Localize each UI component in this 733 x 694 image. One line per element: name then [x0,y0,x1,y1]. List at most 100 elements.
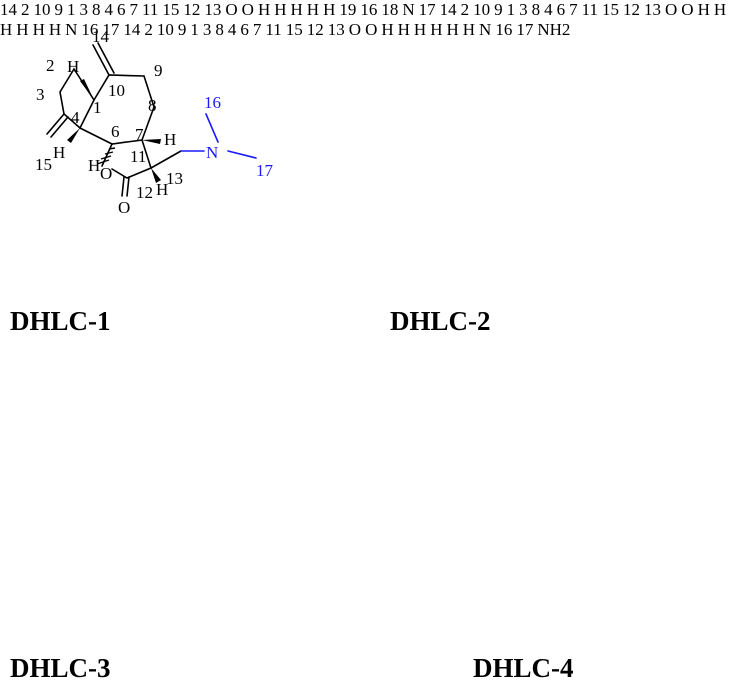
atom-label-15: 15 [35,155,52,174]
hydrogen-label: H [381,20,394,39]
compound-name-dhlc-1: DHLC-1 [10,306,111,336]
hydrogen-label: H [274,0,287,19]
hydrogen-label: H [290,0,303,19]
compound-name-dhlc-2: DHLC-2 [390,306,491,336]
ring-oxygen-label: O [348,20,362,39]
molecule-dhlc-2: 14 2 10 9 1 3 8 4 6 7 11 15 12 13 O O H … [0,0,440,19]
atom-label-7: 7 [129,0,139,19]
amino-group-label: NH2 [537,20,571,39]
atom-label-17: 17 [418,0,436,19]
atom-label-13: 13 [327,20,345,39]
atom-label-6: 6 [240,20,249,39]
atom-label-16: 16 [360,0,378,19]
carbonyl-oxygen-label: O [241,0,254,19]
atom-label-9: 9 [54,0,64,19]
atom-label-9: 9 [494,0,503,19]
hydrogen-label: H [713,0,727,19]
atom-label-17: 17 [256,161,274,180]
atom-label-13: 13 [166,169,183,188]
atom-label-16: 16 [81,20,99,39]
atom-label-16: 16 [495,20,513,39]
hydrogen-label: H [697,0,710,19]
atom-label-14: 14 [92,27,110,46]
hydrogen-label: H [306,0,320,19]
hydrogen-label: H [446,20,459,39]
atom-label-4: 4 [71,108,80,127]
atom-label-12: 12 [136,183,153,202]
hydrogen-label: H [0,20,13,39]
carbonyl-oxygen-label: O [118,198,130,217]
atom-label-13: 13 [644,0,661,19]
nitrogen-label: N [479,20,492,39]
atom-label-10: 10 [33,0,51,19]
atom-label-2: 2 [46,56,55,75]
atom-label-10: 10 [473,0,491,19]
atom-label-2: 2 [144,20,153,39]
atom-label-8: 8 [215,20,224,39]
molecule-dhlc-3: 14 2 10 9 1 3 8 4 6 7 11 15 12 13 O O H … [0,0,727,39]
atom-label-15: 15 [162,0,180,19]
atom-label-19: 19 [339,0,357,19]
atom-label-10: 10 [156,20,174,39]
molecule-dhlc-1: 14 2 10 9 1 3 8 4 6 7 11 15 12 13 O O H … [35,27,274,217]
atom-label-8: 8 [92,0,101,19]
hydrogen-label: H [413,20,427,39]
atom-label-4: 4 [104,0,114,19]
compound-name-dhlc-3: DHLC-3 [10,653,111,683]
atom-label-11: 11 [130,147,146,166]
atom-label-2: 2 [460,0,470,19]
atom-label-7: 7 [135,125,144,144]
ring-oxygen-label: O [100,164,112,183]
atom-label-6: 6 [556,0,566,19]
hydrogen-label: H [88,156,100,175]
ring-oxygen-label: O [665,0,678,19]
carbonyl-oxygen-label: O [681,0,694,19]
atom-label-15: 15 [602,0,619,19]
amine-hydrogen-label: H [48,20,62,39]
atom-label-12: 12 [306,20,324,39]
atom-label-2: 2 [21,0,30,19]
atom-label-1: 1 [190,20,199,39]
atom-label-7: 7 [252,20,262,39]
atom-label-11: 11 [142,0,159,19]
atom-label-8: 8 [148,96,157,115]
atom-label-1: 1 [93,98,102,117]
atom-label-12: 12 [183,0,201,19]
atom-label-14: 14 [0,0,17,19]
nitrogen-label: N [65,20,78,39]
atom-label-1: 1 [67,0,76,19]
atom-label-6: 6 [117,0,126,19]
atom-label-3: 3 [36,85,45,104]
atom-label-3: 3 [202,20,212,39]
hydrogen-label: H [67,57,79,76]
nitrogen-label: N [206,143,218,162]
atom-label-1: 1 [506,0,516,19]
hydrogen-label: H [156,180,168,199]
atom-label-18: 18 [381,0,399,19]
atom-label-6: 6 [111,122,120,141]
atom-label-14: 14 [123,20,141,39]
atom-label-9: 9 [154,61,163,80]
atom-label-12: 12 [623,0,640,19]
hydrogen-label: H [16,20,29,39]
hydrogen-label: H [164,130,176,149]
atom-label-13: 13 [204,0,222,19]
atom-label-7: 7 [569,0,578,19]
atom-label-4: 4 [227,20,237,39]
atom-label-16: 16 [204,93,221,112]
nitrogen-label: N [402,0,415,19]
hydrogen-label: H [32,20,45,39]
atom-label-11: 11 [265,20,282,39]
hydrogen-label: H [397,20,410,39]
hydrogen-label: H [430,20,443,39]
atom-label-11: 11 [581,0,598,19]
atom-label-9: 9 [177,20,187,39]
atom-label-3: 3 [519,0,528,19]
amine-hydrogen-label: H [462,20,476,39]
atom-label-17: 17 [516,20,534,39]
hydrogen-label: H [257,0,271,19]
carbonyl-oxygen-label: O [365,20,378,39]
hydrogen-label: H [323,0,336,19]
hydrogen-label: H [53,143,65,162]
